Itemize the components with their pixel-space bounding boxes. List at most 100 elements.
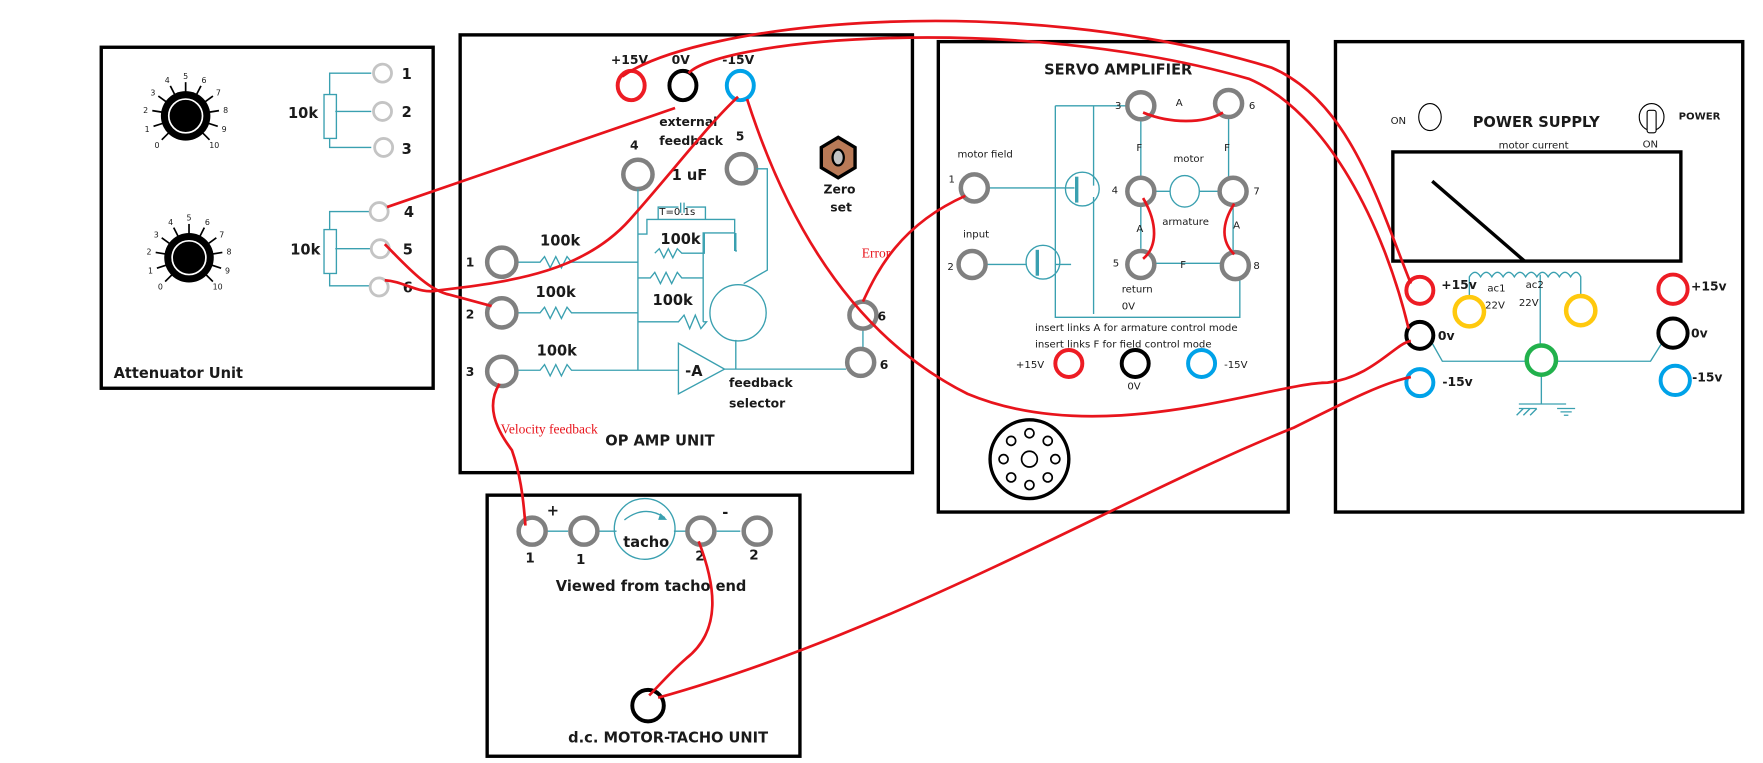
dial-tick-label: 3	[154, 230, 159, 239]
opamp-terminal-5[interactable]	[724, 151, 759, 186]
wire-tacho-0v-to-psu-minus15	[657, 375, 1412, 700]
label: 6	[1249, 101, 1255, 112]
tacho-terminal-1a[interactable]	[516, 515, 548, 547]
psu-left-0v-terminal[interactable]	[1404, 319, 1436, 351]
dial-tick	[152, 109, 164, 114]
wire-opamp-output-to-servo-input	[861, 194, 966, 303]
label: 1	[525, 551, 534, 567]
label: 0V	[672, 53, 691, 67]
dial-tick-label: 2	[147, 248, 152, 257]
dial-tick	[206, 122, 218, 128]
note: insert links A for armature control mode	[1035, 323, 1238, 334]
wire-velocity-feedback	[491, 383, 527, 526]
tacho-terminal-2b[interactable]	[741, 515, 773, 547]
tacho-0v-terminal[interactable]	[630, 687, 666, 724]
wire-opamp-0v-to-psu-0v	[687, 36, 1410, 329]
opamp-terminal-4[interactable]	[621, 157, 655, 192]
att-terminal-2[interactable]	[372, 101, 393, 122]
label: 22V	[1519, 298, 1539, 309]
dial-tick-label: 0	[158, 283, 163, 292]
wire-link-4-5	[1141, 197, 1156, 260]
label: tacho	[623, 534, 669, 551]
opamp-input-2[interactable]	[484, 295, 519, 330]
label: 2	[749, 547, 758, 563]
servo-terminal-1[interactable]	[958, 172, 991, 204]
label: 22V	[1485, 300, 1505, 311]
ac1-terminal[interactable]	[1452, 294, 1487, 329]
label: -	[722, 505, 728, 522]
opamp-input-1[interactable]	[484, 245, 519, 280]
label: set	[830, 201, 852, 215]
tacho-symbol	[613, 497, 676, 560]
servo-terminal-3[interactable]	[1125, 90, 1157, 122]
label: motor current	[1499, 141, 1569, 152]
servo-0v-terminal[interactable]	[1119, 348, 1151, 379]
label: 100k	[540, 232, 580, 249]
opamp-output-6b[interactable]	[844, 346, 877, 379]
dial-tick	[164, 273, 174, 283]
psu-right-0v-terminal[interactable]	[1656, 316, 1690, 350]
ac2-terminal[interactable]	[1563, 293, 1598, 328]
dial-tick	[156, 263, 168, 269]
att-terminal-1[interactable]	[372, 62, 393, 84]
label: 7	[1253, 187, 1259, 198]
label: motor	[1173, 154, 1204, 165]
patch-wires: Error Velocity feedback	[383, 19, 1413, 700]
psu-right-minus15-terminal[interactable]	[1658, 363, 1692, 397]
servo-minus15-terminal[interactable]	[1186, 348, 1218, 379]
tacho-terminal-2a[interactable]	[685, 515, 717, 547]
att-terminal-4[interactable]	[368, 201, 390, 222]
label: ac1	[1487, 283, 1505, 294]
dial-tick-label: 1	[148, 267, 153, 276]
servo-terminal-4[interactable]	[1125, 175, 1157, 208]
power-toggle-switch[interactable]	[1638, 102, 1665, 134]
earth-terminal[interactable]	[1524, 343, 1559, 377]
att-terminal-5[interactable]	[369, 238, 391, 260]
label: F	[1180, 260, 1186, 271]
label: 4	[1112, 186, 1118, 197]
zero-set-knob[interactable]	[819, 135, 857, 180]
opamp-0v-terminal[interactable]	[667, 68, 699, 103]
wire-opamp-plus15-to-psu-plus15	[621, 19, 1413, 285]
socket-pin	[1024, 479, 1035, 491]
psu-left-plus15-terminal[interactable]	[1404, 274, 1436, 306]
label: +15v	[1691, 279, 1727, 293]
servo-terminal-7[interactable]	[1217, 175, 1249, 208]
servo-plus15-terminal[interactable]	[1053, 348, 1085, 379]
socket-pin	[1042, 435, 1054, 447]
label: -15v	[1442, 375, 1472, 389]
label: A	[1176, 98, 1183, 109]
label: 5	[403, 241, 413, 258]
dial-tick	[155, 251, 167, 256]
label: +15V	[611, 53, 649, 67]
psu-left-minus15-terminal[interactable]	[1404, 367, 1436, 399]
motor-tacho-unit: tacho + - 1 1 2 2 Viewed from tacho end …	[485, 493, 802, 758]
label: external	[659, 115, 717, 129]
label: 8	[1253, 261, 1259, 272]
opamp-minus15-terminal[interactable]	[724, 68, 756, 103]
dial-tick	[161, 237, 172, 246]
servo-terminal-6[interactable]	[1212, 87, 1245, 120]
dial-tick-label: 9	[222, 125, 227, 134]
att-terminal-3[interactable]	[373, 137, 395, 158]
power-title: POWER SUPPLY	[1473, 114, 1600, 131]
dial-tick-label: 10	[213, 283, 223, 292]
label: 5	[736, 130, 745, 144]
servo-terminal-2[interactable]	[956, 248, 988, 281]
dial-tick	[161, 131, 171, 141]
att-terminal-6[interactable]	[368, 276, 390, 298]
motor-current-meter	[1391, 150, 1683, 263]
label: F	[1136, 143, 1142, 154]
dial-tick	[153, 122, 165, 128]
psu-right-plus15-terminal[interactable]	[1656, 272, 1690, 306]
opamp-input-3[interactable]	[484, 354, 519, 389]
label: 1	[948, 174, 954, 185]
label: F	[1224, 143, 1230, 154]
dial-tick-label: 8	[227, 248, 232, 257]
servo-terminal-5[interactable]	[1125, 248, 1157, 281]
wire-link-7-8	[1223, 202, 1236, 256]
servo-terminal-8[interactable]	[1219, 249, 1252, 282]
tacho-terminal-1b[interactable]	[568, 515, 600, 547]
dial-tick-label: 6	[205, 218, 210, 227]
